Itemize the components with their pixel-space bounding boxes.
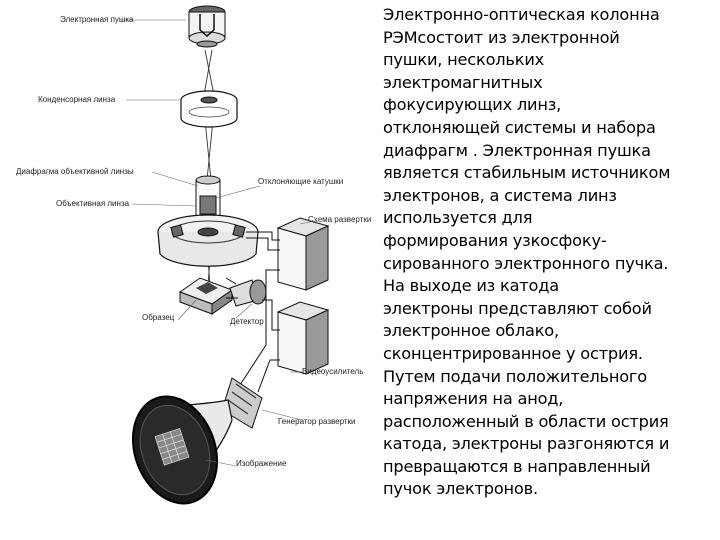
text-line: электромагнитных <box>383 72 543 92</box>
text-line: пучок электронов. <box>383 479 538 499</box>
text-line: формирования узкосфоку- <box>383 230 607 250</box>
text-line: На выходе из катода <box>383 276 559 296</box>
label-sample: Образец <box>142 313 175 322</box>
text-line: диафрагм . Электронная пушка <box>383 140 651 160</box>
label-deflection-coils: Отклоняющие катушки <box>258 177 343 186</box>
cables <box>239 231 280 393</box>
text-line: используется для <box>383 208 533 228</box>
label-electron-gun: Электронная пушка <box>60 15 134 24</box>
text-line: Путем подачи положительного <box>383 366 647 386</box>
sample-stage <box>178 277 234 315</box>
text-line: катода, электроны разгоняются и <box>383 434 670 454</box>
detector <box>225 277 267 307</box>
sem-column-diagram: Электронная пушка Конденсорная линза Диа… <box>16 5 371 505</box>
text-line: сконцентрированное у острия. <box>383 343 643 363</box>
text-line: электроны представляют собой <box>383 298 652 318</box>
label-condenser-lens: Конденсорная линза <box>38 95 116 104</box>
label-objective-lens: Объективная линза <box>56 199 130 208</box>
label-scan-circuit: Схема развертки <box>308 215 371 224</box>
text-line: расположенный в области острия <box>383 411 669 431</box>
description-text: Электронно-оптическая колонна РЭМсостоит… <box>383 4 717 501</box>
text-line: электронное облако, <box>383 321 559 341</box>
label-video-amplifier: Видеоусилитель <box>302 367 363 376</box>
label-detector: Детектор <box>230 317 264 326</box>
text-line: напряжения на анод, <box>383 389 564 409</box>
leader-lines <box>120 19 311 467</box>
label-objective-aperture: Диафрагма объективной линзы <box>16 167 134 176</box>
text-line: фокусирующих линз, <box>383 95 562 115</box>
scan-circuit-box <box>276 217 330 291</box>
electron-gun <box>188 5 226 48</box>
text-line: пушки, нескольких <box>383 50 545 70</box>
text-line: электронов, а система линз <box>383 185 617 205</box>
text-line: превращаются в направленный <box>383 456 651 476</box>
label-image: Изображение <box>236 459 287 468</box>
text-line: является стабильным источником <box>383 163 671 183</box>
label-scan-generator: Генератор развертки <box>278 417 356 426</box>
text-line: сированного электронного пучка. <box>383 253 669 273</box>
objective-lens <box>157 175 259 267</box>
text-line: Электронно-оптическая колонна <box>383 5 660 24</box>
condenser-lens <box>180 90 238 128</box>
text-line: РЭМсостоит из электронной <box>383 27 620 47</box>
video-amplifier-box <box>276 301 330 375</box>
text-line: отклоняющей системы и набора <box>383 117 656 137</box>
crt-monitor <box>131 377 263 505</box>
